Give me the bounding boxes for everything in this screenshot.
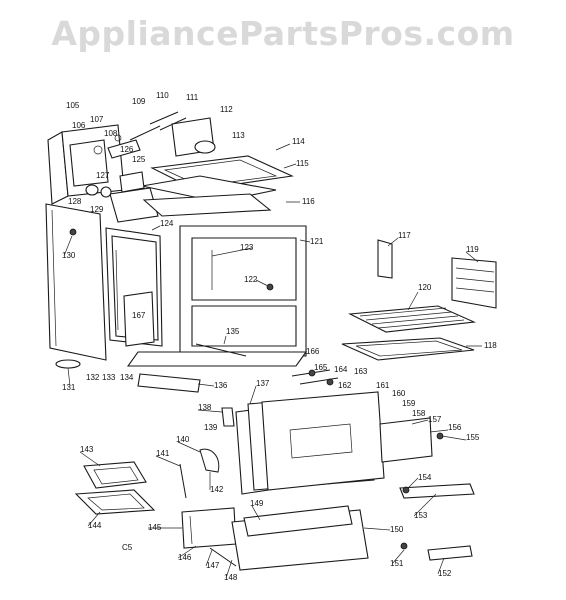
callout-120: 120 bbox=[418, 283, 432, 292]
callout-115: 115 bbox=[296, 159, 309, 168]
callout-113: 113 bbox=[232, 131, 245, 140]
oven-door-assembly bbox=[221, 369, 444, 495]
callout-155: 155 bbox=[466, 433, 480, 442]
callout-149: 149 bbox=[250, 499, 264, 508]
callout-147: 147 bbox=[206, 561, 220, 570]
callout-145: 145 bbox=[148, 523, 162, 532]
callout-148: 148 bbox=[224, 573, 238, 582]
callout-153: 153 bbox=[414, 511, 428, 520]
callout-136: 136 bbox=[214, 381, 228, 390]
leader-lines bbox=[63, 143, 482, 579]
callout-125: 125 bbox=[132, 155, 146, 164]
callout-159: 159 bbox=[402, 399, 416, 408]
storage-drawer bbox=[181, 483, 475, 571]
callout-105: 105 bbox=[66, 101, 80, 110]
corner-mark: C5 bbox=[122, 543, 133, 552]
callout-163: 163 bbox=[354, 367, 368, 376]
callout-166: 166 bbox=[306, 347, 320, 356]
callout-121: 121 bbox=[310, 237, 324, 246]
callout-143: 143 bbox=[80, 445, 94, 454]
callout-132: 132 bbox=[86, 373, 100, 382]
callout-114: 114 bbox=[292, 137, 305, 146]
callout-138: 138 bbox=[198, 403, 212, 412]
callout-123: 123 bbox=[240, 243, 254, 252]
callout-labels: 105 106 107 108 109 110 111 112 113 114 … bbox=[62, 91, 497, 582]
racks-and-shields bbox=[341, 239, 497, 361]
callout-139: 139 bbox=[204, 423, 218, 432]
callout-156: 156 bbox=[448, 423, 462, 432]
callout-152: 152 bbox=[438, 569, 452, 578]
callout-146: 146 bbox=[178, 553, 192, 562]
callout-154: 154 bbox=[418, 473, 432, 482]
callout-164: 164 bbox=[334, 365, 348, 374]
callout-116: 116 bbox=[302, 197, 315, 206]
callout-162: 162 bbox=[338, 381, 352, 390]
inner-side-liner bbox=[105, 227, 163, 347]
callout-151: 151 bbox=[390, 559, 404, 568]
rear-top-assembly bbox=[47, 111, 216, 205]
callout-144: 144 bbox=[88, 521, 102, 530]
callout-135: 135 bbox=[226, 327, 240, 336]
callout-108: 108 bbox=[104, 129, 118, 138]
callout-127: 127 bbox=[96, 171, 110, 180]
callout-119: 119 bbox=[466, 245, 479, 254]
watermark: AppliancePartsPros.com bbox=[51, 14, 515, 53]
cooktop-assembly bbox=[85, 155, 294, 223]
oven-body-frame bbox=[126, 225, 308, 367]
broiler-pans bbox=[74, 448, 220, 515]
callout-158: 158 bbox=[412, 409, 426, 418]
callout-167: 167 bbox=[132, 311, 146, 320]
callout-161: 161 bbox=[376, 381, 390, 390]
callout-157: 157 bbox=[428, 415, 442, 424]
callout-150: 150 bbox=[390, 525, 404, 534]
callout-111: 111 bbox=[186, 93, 199, 102]
callout-129: 129 bbox=[90, 205, 104, 214]
callout-165: 165 bbox=[314, 363, 328, 372]
callout-137: 137 bbox=[256, 379, 270, 388]
callout-142: 142 bbox=[210, 485, 224, 494]
callout-124: 124 bbox=[160, 219, 174, 228]
callout-128: 128 bbox=[68, 197, 82, 206]
callout-106: 106 bbox=[72, 121, 86, 130]
callout-160: 160 bbox=[392, 389, 406, 398]
callout-118: 118 bbox=[484, 341, 497, 350]
callout-109: 109 bbox=[132, 97, 146, 106]
callout-107: 107 bbox=[90, 115, 104, 124]
callout-126: 126 bbox=[120, 145, 134, 154]
side-panel bbox=[45, 203, 107, 361]
base-parts bbox=[55, 359, 201, 393]
callout-130: 130 bbox=[62, 251, 76, 260]
callout-133: 133 bbox=[102, 373, 116, 382]
callout-112: 112 bbox=[220, 105, 233, 114]
callout-122: 122 bbox=[244, 275, 258, 284]
callout-117: 117 bbox=[398, 231, 411, 240]
callout-131: 131 bbox=[62, 383, 76, 392]
callout-141: 141 bbox=[156, 449, 170, 458]
callout-110: 110 bbox=[156, 91, 169, 100]
callout-134: 134 bbox=[120, 373, 134, 382]
callout-140: 140 bbox=[176, 435, 190, 444]
